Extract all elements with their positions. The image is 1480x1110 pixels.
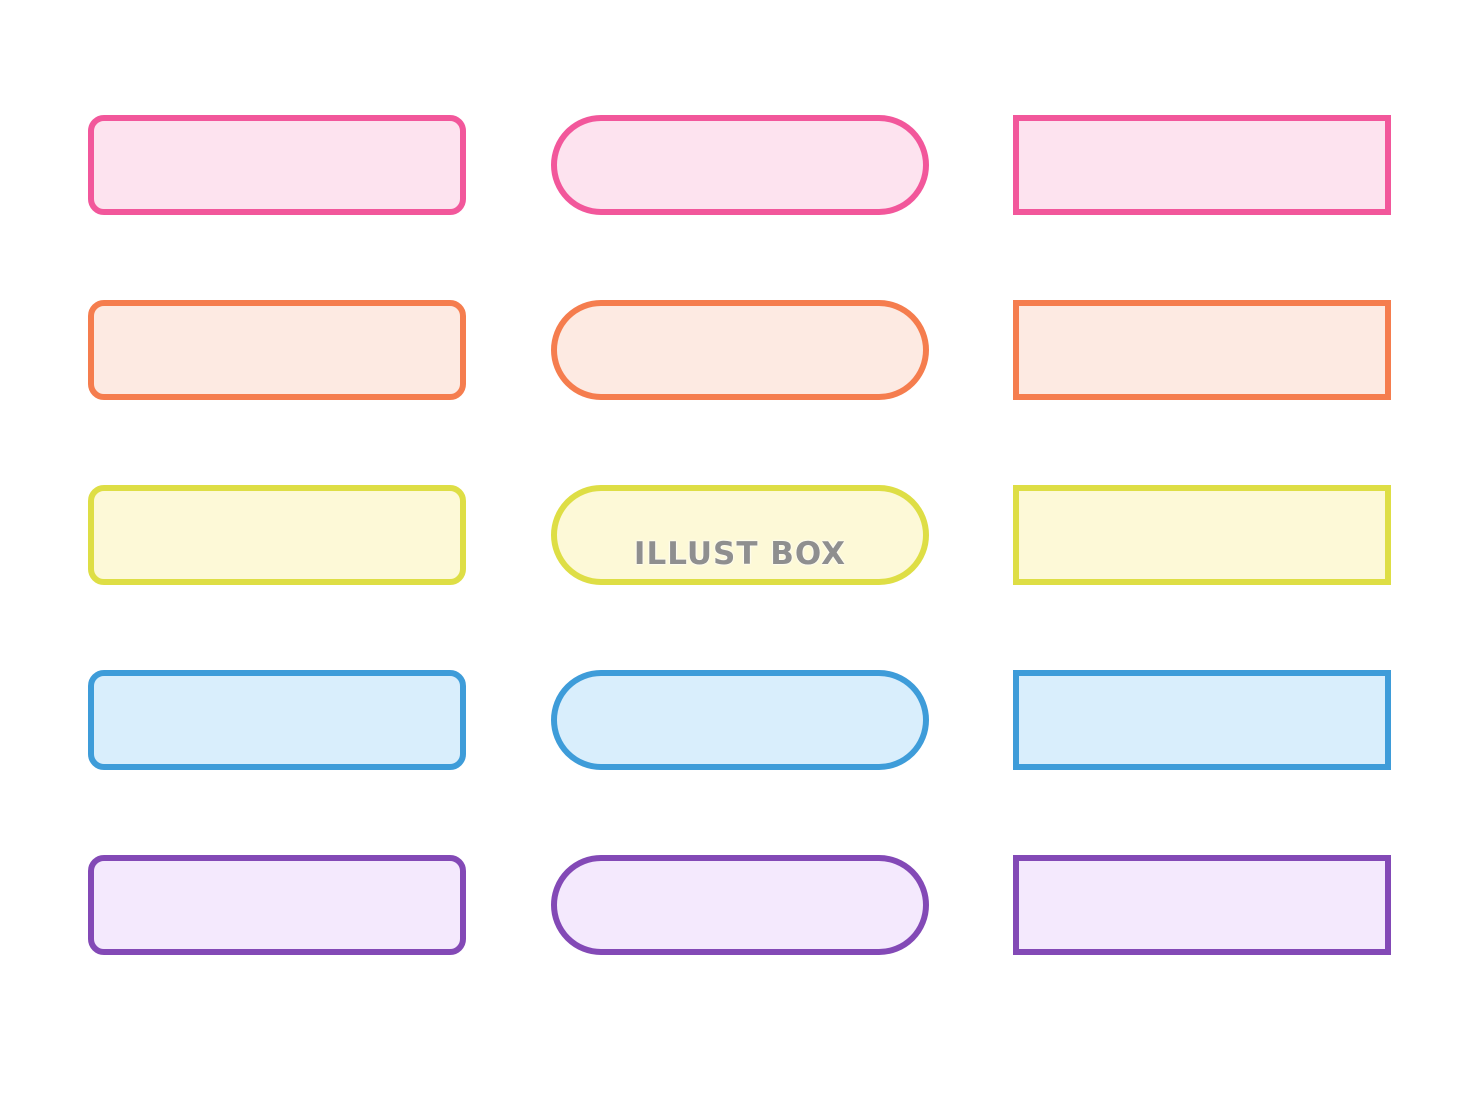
orange-pill-frame bbox=[551, 300, 929, 400]
yellow-pill-frame bbox=[551, 485, 929, 585]
purple-square-frame bbox=[1013, 855, 1391, 955]
blue-pill-frame bbox=[551, 670, 929, 770]
yellow-rounded-frame bbox=[88, 485, 466, 585]
blue-square-frame bbox=[1013, 670, 1391, 770]
orange-square-frame bbox=[1013, 300, 1391, 400]
pink-pill-frame bbox=[551, 115, 929, 215]
purple-pill-frame bbox=[551, 855, 929, 955]
pink-square-frame bbox=[1013, 115, 1391, 215]
orange-rounded-frame bbox=[88, 300, 466, 400]
purple-rounded-frame bbox=[88, 855, 466, 955]
blue-rounded-frame bbox=[88, 670, 466, 770]
pink-rounded-frame bbox=[88, 115, 466, 215]
yellow-square-frame bbox=[1013, 485, 1391, 585]
